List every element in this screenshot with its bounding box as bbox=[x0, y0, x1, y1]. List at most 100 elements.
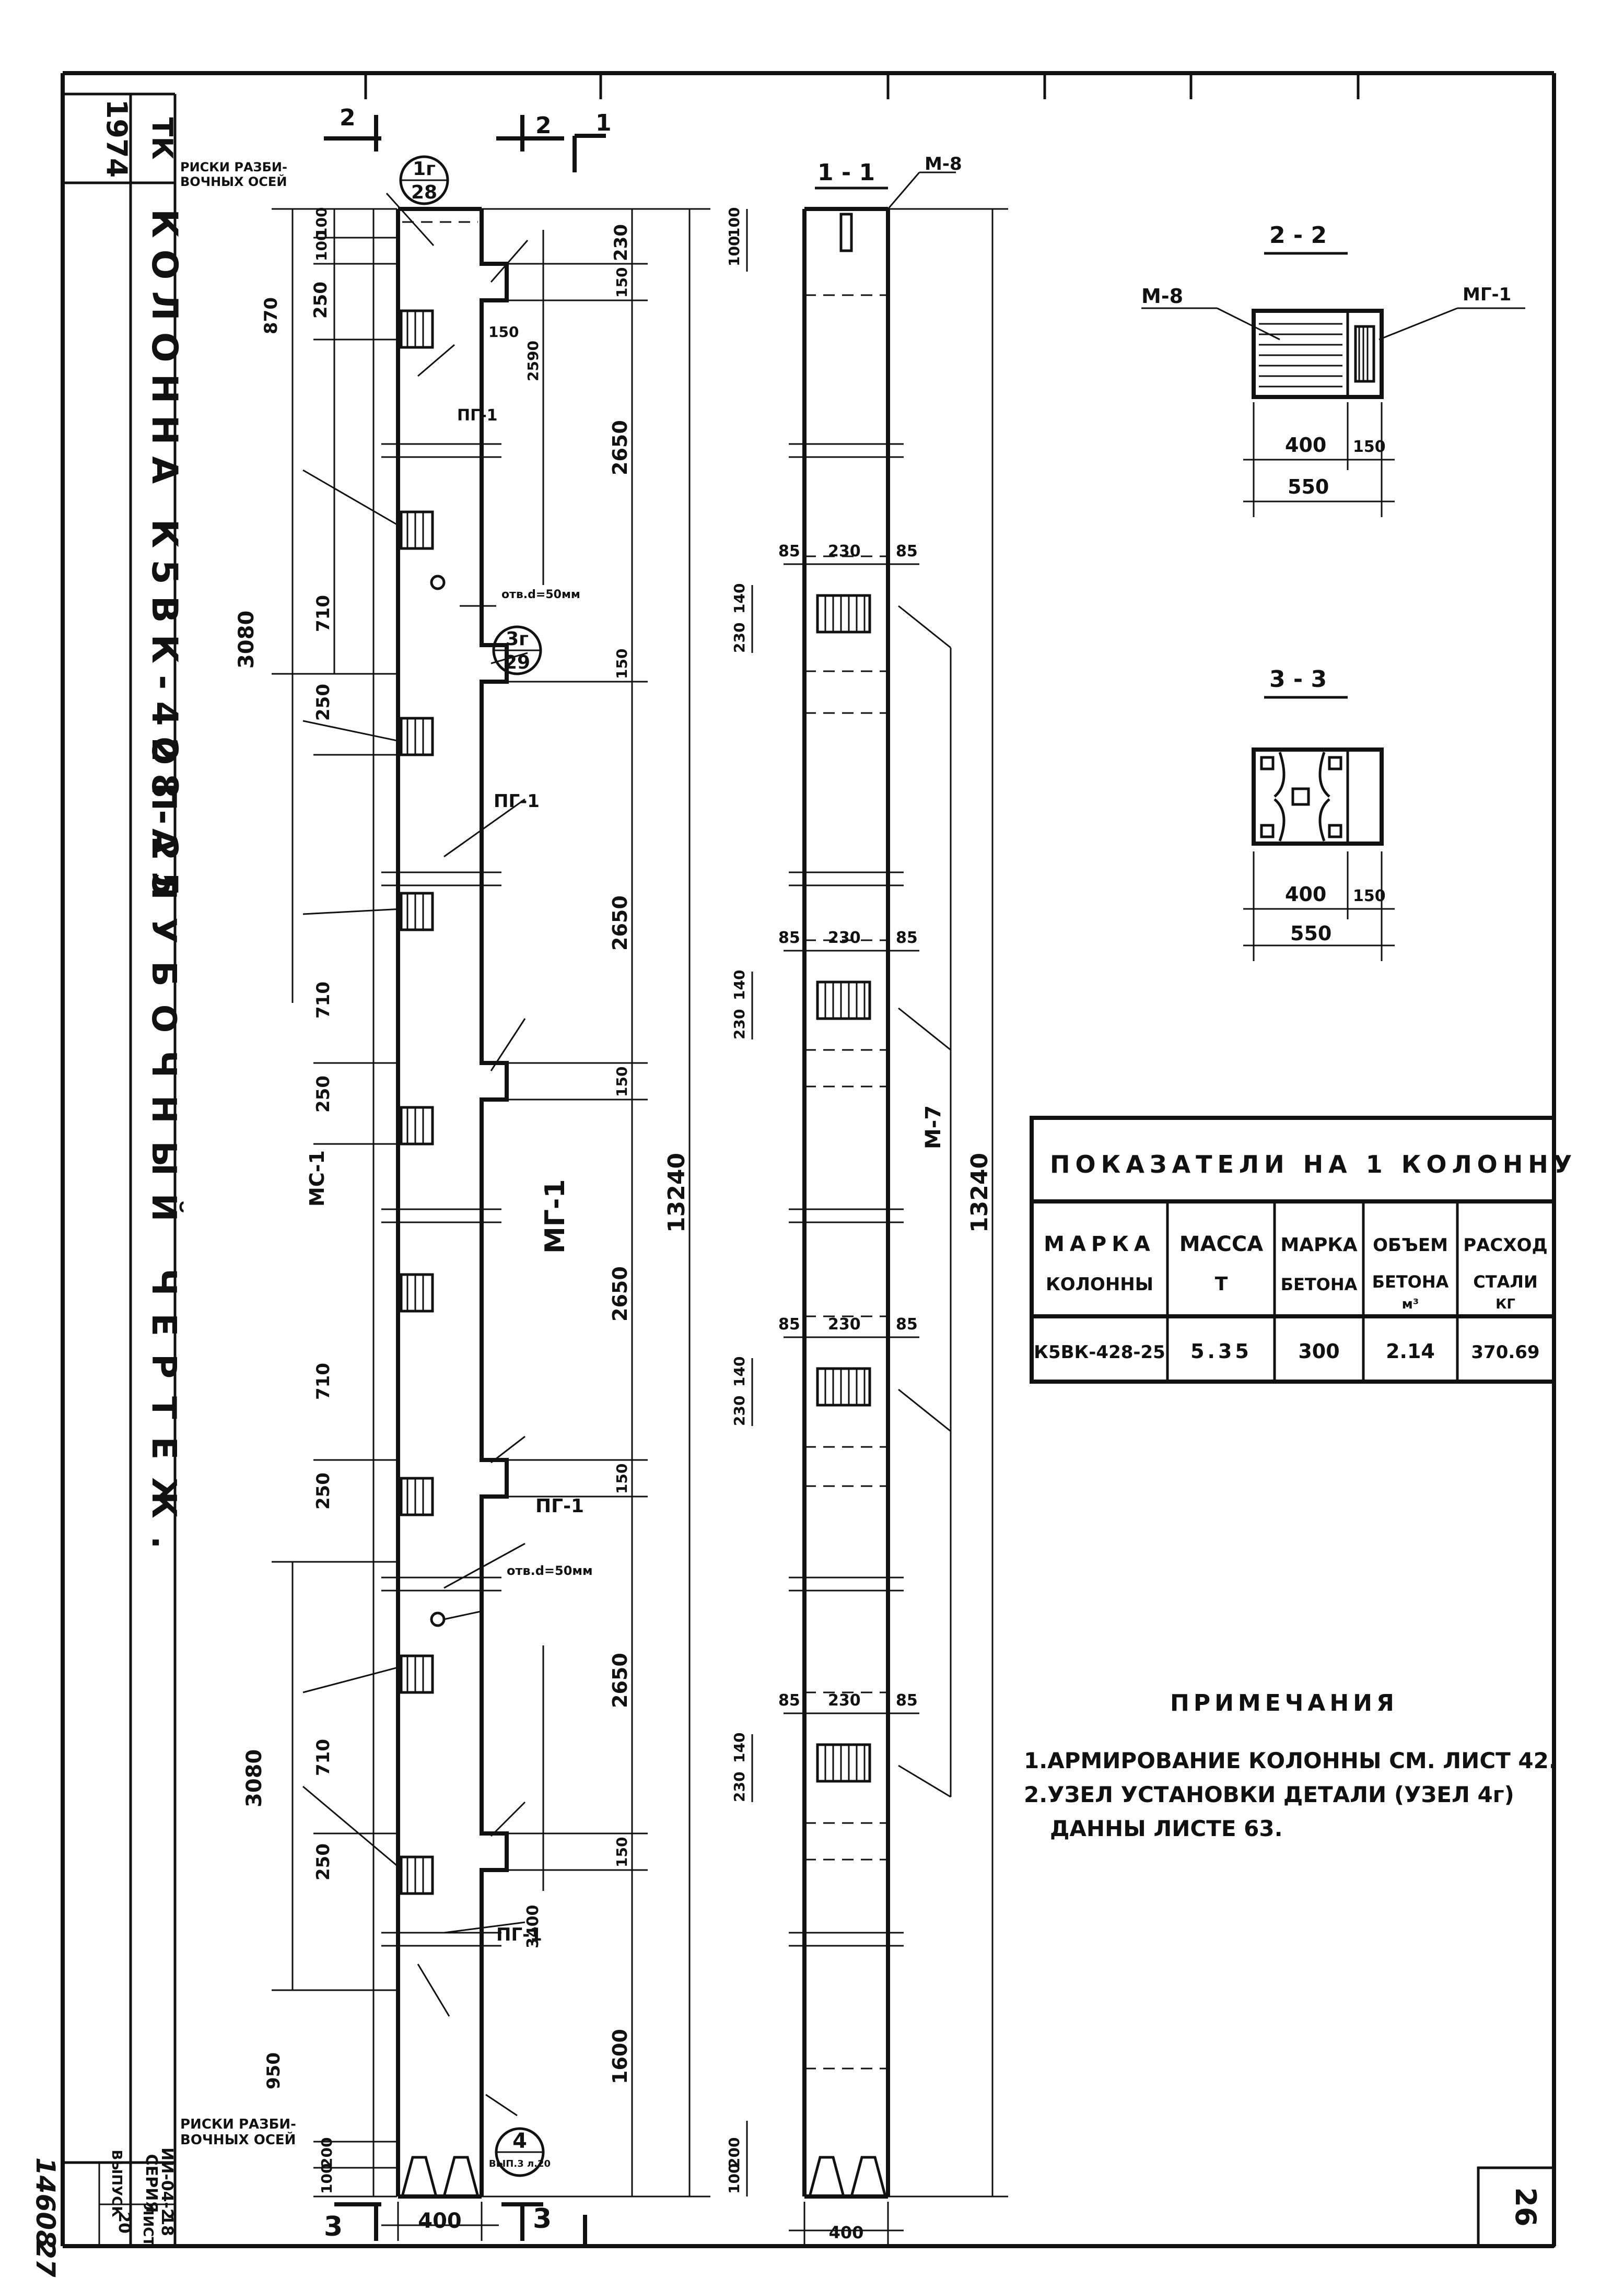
th-marka-2: КОЛОННЫ bbox=[1046, 1274, 1153, 1295]
dim-left-3080a: 3080 bbox=[235, 611, 259, 669]
cut-2-left: 2 bbox=[340, 104, 356, 131]
dim-85-d1: 85 bbox=[778, 1691, 800, 1710]
dim-140-v2: 140 bbox=[731, 970, 748, 1000]
dim-right-2650a: 2650 bbox=[609, 420, 632, 475]
dim-230-v4: 230 bbox=[731, 1772, 748, 1802]
archive-page: 27 bbox=[30, 2241, 61, 2277]
dim-right-2650b: 2650 bbox=[609, 895, 632, 951]
stamp-tk: ТК bbox=[146, 118, 179, 160]
stamp-list-value: 18 bbox=[158, 2214, 176, 2236]
section-2-2-title: 2 - 2 bbox=[1269, 222, 1327, 249]
section-2-2-dim-550: 550 bbox=[1288, 475, 1329, 498]
dim-right-1600: 1600 bbox=[609, 2029, 632, 2084]
section-1-1-dim-100b: 100 bbox=[726, 236, 743, 266]
dim-right-150e: 150 bbox=[613, 1837, 630, 1867]
callout-1-bottom: 28 bbox=[411, 182, 437, 203]
section-2-2: 2 - 2 М-8 МГ-1 400 150 550 bbox=[1141, 222, 1525, 517]
section-1-1-labels: 1 - 1 М-8 М-7 13240 100 100 200 100 400 … bbox=[726, 154, 993, 2242]
dim-left-200: 200 bbox=[318, 2137, 335, 2168]
dim-left-250a: 250 bbox=[310, 282, 331, 319]
dim-85-b2: 85 bbox=[896, 929, 918, 947]
td-beton: 300 bbox=[1298, 1340, 1339, 1363]
stamp-list-label: ЛИСТ bbox=[140, 2204, 156, 2246]
stamp-title: КОЛОННА К5ВК-428-25 bbox=[144, 209, 185, 908]
dim-left-100a: 100 bbox=[313, 207, 330, 238]
dim-left-250c: 250 bbox=[313, 1076, 334, 1113]
dim-230-c: 230 bbox=[828, 1315, 861, 1334]
dim-left-250d: 250 bbox=[313, 1473, 334, 1510]
dim-left-100b: 100 bbox=[313, 231, 330, 261]
cut-3-right: 3 bbox=[533, 2203, 552, 2235]
dim-85-d2: 85 bbox=[896, 1691, 918, 1710]
dim-left-250e: 250 bbox=[313, 1843, 334, 1880]
section-3-3: 3 - 3 400 150 550 bbox=[1243, 666, 1395, 961]
th-beton-1: МАРКА bbox=[1280, 1234, 1357, 1256]
notes-title: ПРИМЕЧАНИЯ bbox=[1170, 1690, 1398, 1716]
table-title: ПОКАЗАТЕЛИ НА 1 КОЛОННУ bbox=[1050, 1150, 1577, 1178]
risk-label-top-1: РИСКИ РАЗБИ- bbox=[180, 160, 287, 174]
cut-1: 1 bbox=[595, 110, 612, 136]
td-massa: 5.35 bbox=[1190, 1340, 1252, 1363]
dim-right-2650d: 2650 bbox=[609, 1653, 632, 1708]
archive-number: 14608 bbox=[30, 2157, 61, 2248]
section-1-1-mark-top: М-8 bbox=[925, 154, 962, 174]
th-obem-1: ОБЪЕМ bbox=[1373, 1235, 1448, 1256]
th-obem-3: м³ bbox=[1402, 1296, 1419, 1312]
dim-right-2650c: 2650 bbox=[609, 1266, 632, 1322]
td-obem: 2.14 bbox=[1386, 1340, 1435, 1363]
dim-85-c1: 85 bbox=[778, 1315, 800, 1334]
notes: ПРИМЕЧАНИЯ 1.АРМИРОВАНИЕ КОЛОННЫ СМ. ЛИС… bbox=[1024, 1690, 1557, 1841]
mark-pg-2: ПГ-1 bbox=[494, 791, 540, 812]
dim-right-3400: 3400 bbox=[524, 1905, 542, 1949]
stamp-subtitle: ОПАЛУБОЧНЫЙ ЧЕРТЕЖ. bbox=[144, 737, 184, 1567]
note-2: 2.УЗЕЛ УСТАНОВКИ ДЕТАЛИ (УЗЕЛ 4г) bbox=[1024, 1782, 1514, 1807]
dim-230-a: 230 bbox=[828, 542, 861, 560]
hole-label-1: отв.d=50мм bbox=[501, 588, 580, 601]
dim-left-3080b: 3080 bbox=[242, 1749, 266, 1807]
section-1-1 bbox=[746, 171, 1008, 2246]
section-3-3-dim-400: 400 bbox=[1285, 883, 1326, 906]
sheet-frame bbox=[61, 71, 1556, 2248]
dim-total-elevation: 13240 bbox=[663, 1153, 690, 1233]
dim-left-710b: 710 bbox=[313, 982, 334, 1019]
dim-left-710c: 710 bbox=[313, 1363, 334, 1400]
dim-right-230: 230 bbox=[611, 224, 632, 261]
dim-left-710a: 710 bbox=[313, 595, 334, 632]
elevation-labels: РИСКИ РАЗБИ- ВОЧНЫХ ОСЕЙ РИСКИ РАЗБИ- ВО… bbox=[180, 104, 690, 2242]
column-elevation bbox=[272, 115, 710, 2248]
dim-left-100c: 100 bbox=[318, 2164, 335, 2194]
dim-230-v3: 230 bbox=[731, 1396, 748, 1426]
td-rashod: 370.69 bbox=[1471, 1342, 1539, 1363]
mark-pg-1: ПГ-1 bbox=[457, 406, 498, 425]
th-rashod-3: КГ bbox=[1496, 1296, 1515, 1312]
th-obem-2: БЕТОНА bbox=[1372, 1272, 1449, 1292]
dim-right-150-box: 150 bbox=[488, 323, 519, 341]
cut-2-right: 2 bbox=[535, 112, 552, 139]
dim-140-v1: 140 bbox=[731, 583, 748, 614]
risk-label-bottom-2: ВОЧНЫХ ОСЕЙ bbox=[180, 2131, 296, 2148]
th-rashod-2: СТАЛИ bbox=[1473, 1272, 1537, 1292]
section-1-1-title: 1 - 1 bbox=[817, 159, 875, 186]
embedded-plates bbox=[400, 309, 434, 1895]
th-massa-2: Т bbox=[1215, 1273, 1228, 1295]
dim-140-v3: 140 bbox=[731, 1357, 748, 1387]
callout-2-top: 3г bbox=[506, 628, 529, 650]
th-beton-2: БЕТОНА bbox=[1281, 1275, 1358, 1294]
section-2-2-mark-right: МГ-1 bbox=[1463, 284, 1511, 305]
dim-230-b: 230 bbox=[828, 929, 861, 947]
note-3: ДАННЫ ЛИСТЕ 63. bbox=[1050, 1816, 1283, 1841]
dim-85-a2: 85 bbox=[896, 542, 918, 560]
indicators-table: ПОКАЗАТЕЛИ НА 1 КОЛОННУ МАРКА КОЛОННЫ МА… bbox=[1030, 1116, 1577, 1384]
sheet-number: 26 bbox=[1509, 2187, 1542, 2226]
dim-right-150a: 150 bbox=[613, 267, 630, 298]
section-1-1-dim-200: 200 bbox=[726, 2137, 743, 2168]
section-1-1-dim-width: 400 bbox=[829, 2223, 864, 2242]
th-rashod-1: РАСХОД bbox=[1463, 1235, 1548, 1256]
dim-85-a1: 85 bbox=[778, 542, 800, 560]
section-2-2-mark-left: М-8 bbox=[1141, 285, 1183, 308]
callout-2-bottom: 29 bbox=[504, 652, 530, 673]
stamp-vypusk-value: 20 bbox=[115, 2212, 133, 2234]
dim-right-2590: 2590 bbox=[524, 341, 542, 381]
section-1-1-mark-side: М-7 bbox=[921, 1105, 945, 1149]
